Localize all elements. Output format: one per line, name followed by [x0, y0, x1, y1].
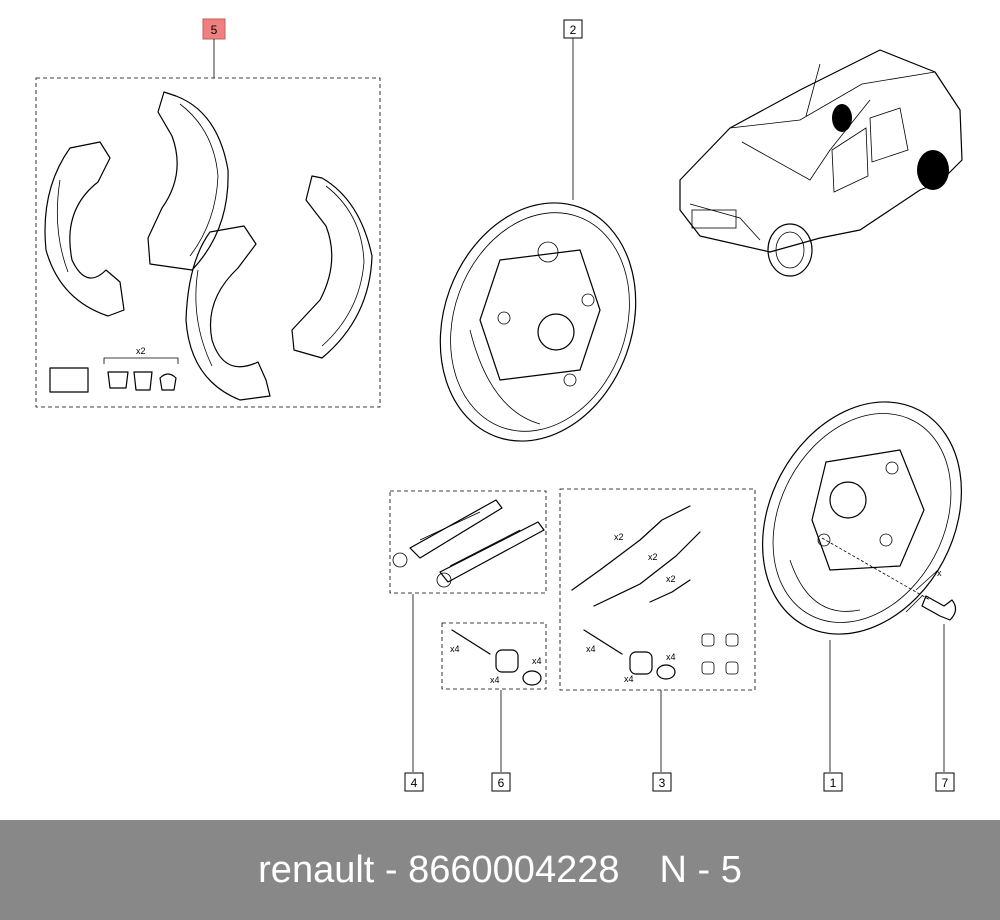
reference-code: N - 5: [659, 848, 742, 891]
kit-5-box: [35, 77, 381, 408]
brand-name: renault: [258, 848, 375, 891]
svg-text:x2: x2: [666, 574, 676, 584]
kit-5-qty-label: x2: [136, 346, 146, 356]
rubber-plug: [107, 371, 129, 389]
svg-text:x4: x4: [586, 644, 596, 654]
callout-4[interactable]: 4: [404, 594, 424, 792]
kit-5-brake-shoes: x2: [35, 77, 381, 408]
bolt-part-7: x: [821, 537, 957, 621]
grease-packet: [49, 367, 89, 393]
svg-text:1: 1: [830, 776, 837, 790]
svg-text:3: 3: [659, 776, 666, 790]
separator-dash: -: [374, 848, 409, 891]
kit-4-adjusters: [389, 490, 547, 594]
svg-text:x2: x2: [648, 552, 658, 562]
rubber-cap: [133, 371, 153, 391]
kit-3-springs: x2 x2 x2 x4 x4 x4: [559, 488, 756, 691]
svg-text:x4: x4: [450, 644, 460, 654]
callout-7[interactable]: 7: [935, 624, 955, 792]
callout-5[interactable]: 5: [202, 18, 226, 78]
callout-1[interactable]: 1: [823, 640, 843, 792]
small-bushing: [159, 373, 177, 391]
svg-text:6: 6: [498, 776, 505, 790]
backing-plate-upper: [439, 202, 637, 442]
callout-2[interactable]: 2: [563, 19, 583, 200]
kit-6-hold-down: x4 x4 x4: [441, 622, 547, 690]
svg-text:x4: x4: [532, 656, 542, 666]
svg-text:x4: x4: [624, 674, 634, 684]
brake-shoe-top-middle: [147, 91, 229, 271]
callout-3[interactable]: 3: [652, 690, 672, 792]
backing-plate-lower: [762, 401, 962, 635]
callout-6[interactable]: 6: [491, 690, 511, 792]
brake-shoe-bottom-middle: [185, 225, 271, 401]
svg-text:2: 2: [570, 23, 577, 37]
svg-text:x: x: [937, 568, 942, 578]
svg-text:7: 7: [942, 776, 949, 790]
brake-shoe-left: [44, 141, 125, 317]
brake-shoe-right: [291, 175, 373, 359]
svg-text:x4: x4: [490, 675, 500, 685]
svg-text:4: 4: [411, 776, 418, 790]
footer-bar: renault - 8660004228 N - 5: [0, 820, 1000, 920]
svg-text:x2: x2: [614, 532, 624, 542]
svg-text:5: 5: [211, 23, 218, 37]
part-number: 8660004228: [408, 848, 620, 891]
car-illustration: [679, 49, 963, 277]
brake-parts-diagram: x2 5 2: [35, 18, 963, 792]
svg-text:x4: x4: [666, 652, 676, 662]
